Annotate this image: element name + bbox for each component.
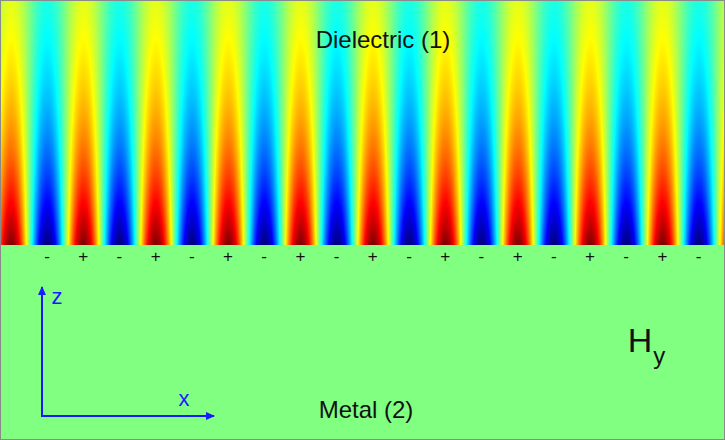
metal-region	[0, 245, 725, 440]
charge-sign: -	[261, 248, 267, 265]
charge-sign: +	[223, 248, 233, 265]
z-axis	[41, 287, 43, 416]
charge-sign: +	[78, 248, 88, 265]
field-symbol: H	[628, 323, 653, 357]
region-label: Dielectric (1)	[316, 28, 451, 52]
dielectric-region: Dielectric (1)	[0, 0, 725, 245]
charge-sign: -	[623, 248, 629, 265]
x-axis	[41, 415, 214, 417]
charge-sign: +	[513, 248, 523, 265]
charge-sign: +	[368, 248, 378, 265]
charge-sign: -	[406, 248, 412, 265]
charge-sign: -	[189, 248, 195, 265]
charge-sign: -	[696, 248, 702, 265]
hy-field-image	[1, 1, 724, 245]
charge-sign: -	[334, 248, 340, 265]
charge-sign: -	[44, 248, 50, 265]
region-label: Metal (2)	[319, 398, 414, 422]
charge-sign: -	[479, 248, 485, 265]
charge-sign: -	[551, 248, 557, 265]
metal-region: Metal (2)	[0, 245, 725, 440]
field-subscript: y	[653, 344, 665, 368]
charge-sign: +	[585, 248, 595, 265]
axis-label: z	[52, 286, 63, 308]
charge-sign: +	[657, 248, 667, 265]
charge-sign: +	[440, 248, 450, 265]
axis-label: x	[179, 388, 190, 410]
charge-sign: -	[117, 248, 123, 265]
charge-sign: +	[295, 248, 305, 265]
charge-sign: +	[151, 248, 161, 265]
